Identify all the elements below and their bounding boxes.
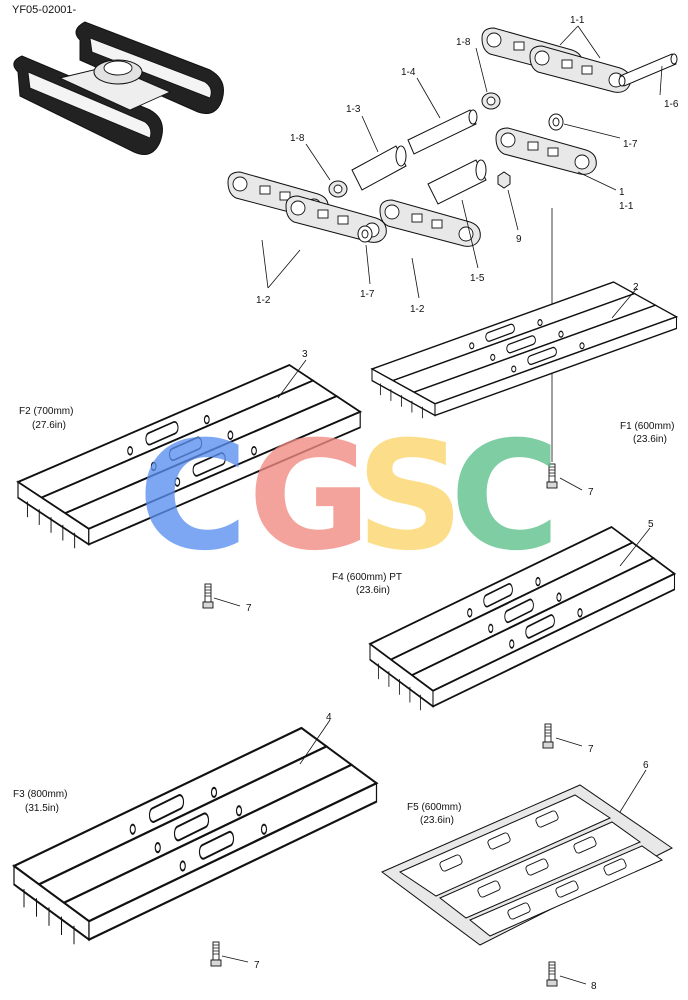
callout-7-f2: 7 <box>246 603 252 614</box>
callout-5: 5 <box>648 519 654 530</box>
bushing-1-8-left <box>328 180 348 198</box>
callout-1-7-left: 1-7 <box>360 289 375 300</box>
f1-name: F1 (600mm) <box>620 421 674 432</box>
callout-1-8-top: 1-8 <box>456 37 471 48</box>
watermark-letter-1: C <box>138 410 248 584</box>
pin-1-4 <box>407 109 478 155</box>
bolt-8-f5 <box>546 961 558 987</box>
f3-size: (31.5in) <box>25 803 59 814</box>
bushing-1-5 <box>427 159 487 205</box>
callout-1-7-top: 1-7 <box>623 139 638 150</box>
callout-1-1: 1-1 <box>570 15 585 26</box>
callout-9: 9 <box>516 234 522 245</box>
shoe-f1 <box>371 281 678 420</box>
link-assembly-1-1 <box>481 27 631 93</box>
callout-3: 3 <box>302 349 308 360</box>
callout-1-3: 1-3 <box>346 104 361 115</box>
f4-name: F4 (600mm) PT <box>332 572 402 583</box>
shoe-f3 <box>12 726 378 946</box>
f1-size: (23.6in) <box>633 434 667 445</box>
callout-4: 4 <box>326 712 332 723</box>
f3-name: F3 (800mm) <box>13 789 67 800</box>
callout-8: 8 <box>591 981 597 992</box>
link-1-2-right <box>379 199 481 247</box>
bushing-1-8-top <box>481 92 501 110</box>
f2-size: (27.6in) <box>32 420 66 431</box>
watermark-letter-4: C <box>450 410 560 584</box>
callout-1-1-second: 1-1 <box>619 201 634 212</box>
callout-7-f1: 7 <box>588 487 594 498</box>
callout-1: 1 <box>619 187 625 198</box>
callout-7-f4: 7 <box>588 744 594 755</box>
callout-2: 2 <box>633 282 639 293</box>
f5-name: F5 (600mm) <box>407 802 461 813</box>
bolt-7-f3 <box>210 941 222 967</box>
callout-1-2-right: 1-2 <box>410 304 425 315</box>
shoe-f5 <box>381 784 673 946</box>
callout-1-2-left: 1-2 <box>256 295 271 306</box>
diagram-code: YF05-02001- <box>12 4 77 16</box>
callout-1-8-left: 1-8 <box>290 133 305 144</box>
callout-1-5: 1-5 <box>470 273 485 284</box>
watermark-letter-2: G <box>248 410 371 584</box>
bushing-1-3 <box>351 145 407 191</box>
watermark-letter-3: S <box>356 410 464 584</box>
callout-7-f3: 7 <box>254 960 260 971</box>
link-1 <box>495 127 597 175</box>
callout-6: 6 <box>643 760 649 771</box>
undercarriage-illustration <box>13 21 224 155</box>
callout-1-6: 1-6 <box>664 99 679 110</box>
f4-size: (23.6in) <box>356 585 390 596</box>
callout-1-4: 1-4 <box>401 67 416 78</box>
pin-1-6 <box>618 53 678 87</box>
nut-9 <box>497 171 511 189</box>
seal-1-7-left <box>357 225 373 243</box>
f2-name: F2 (700mm) <box>19 406 73 417</box>
cgsc-watermark: C G S C <box>138 410 560 584</box>
seal-1-7-top <box>548 113 564 131</box>
f5-size: (23.6in) <box>420 815 454 826</box>
bolt-7-f2 <box>202 583 214 609</box>
bolt-7-f4 <box>542 723 554 749</box>
